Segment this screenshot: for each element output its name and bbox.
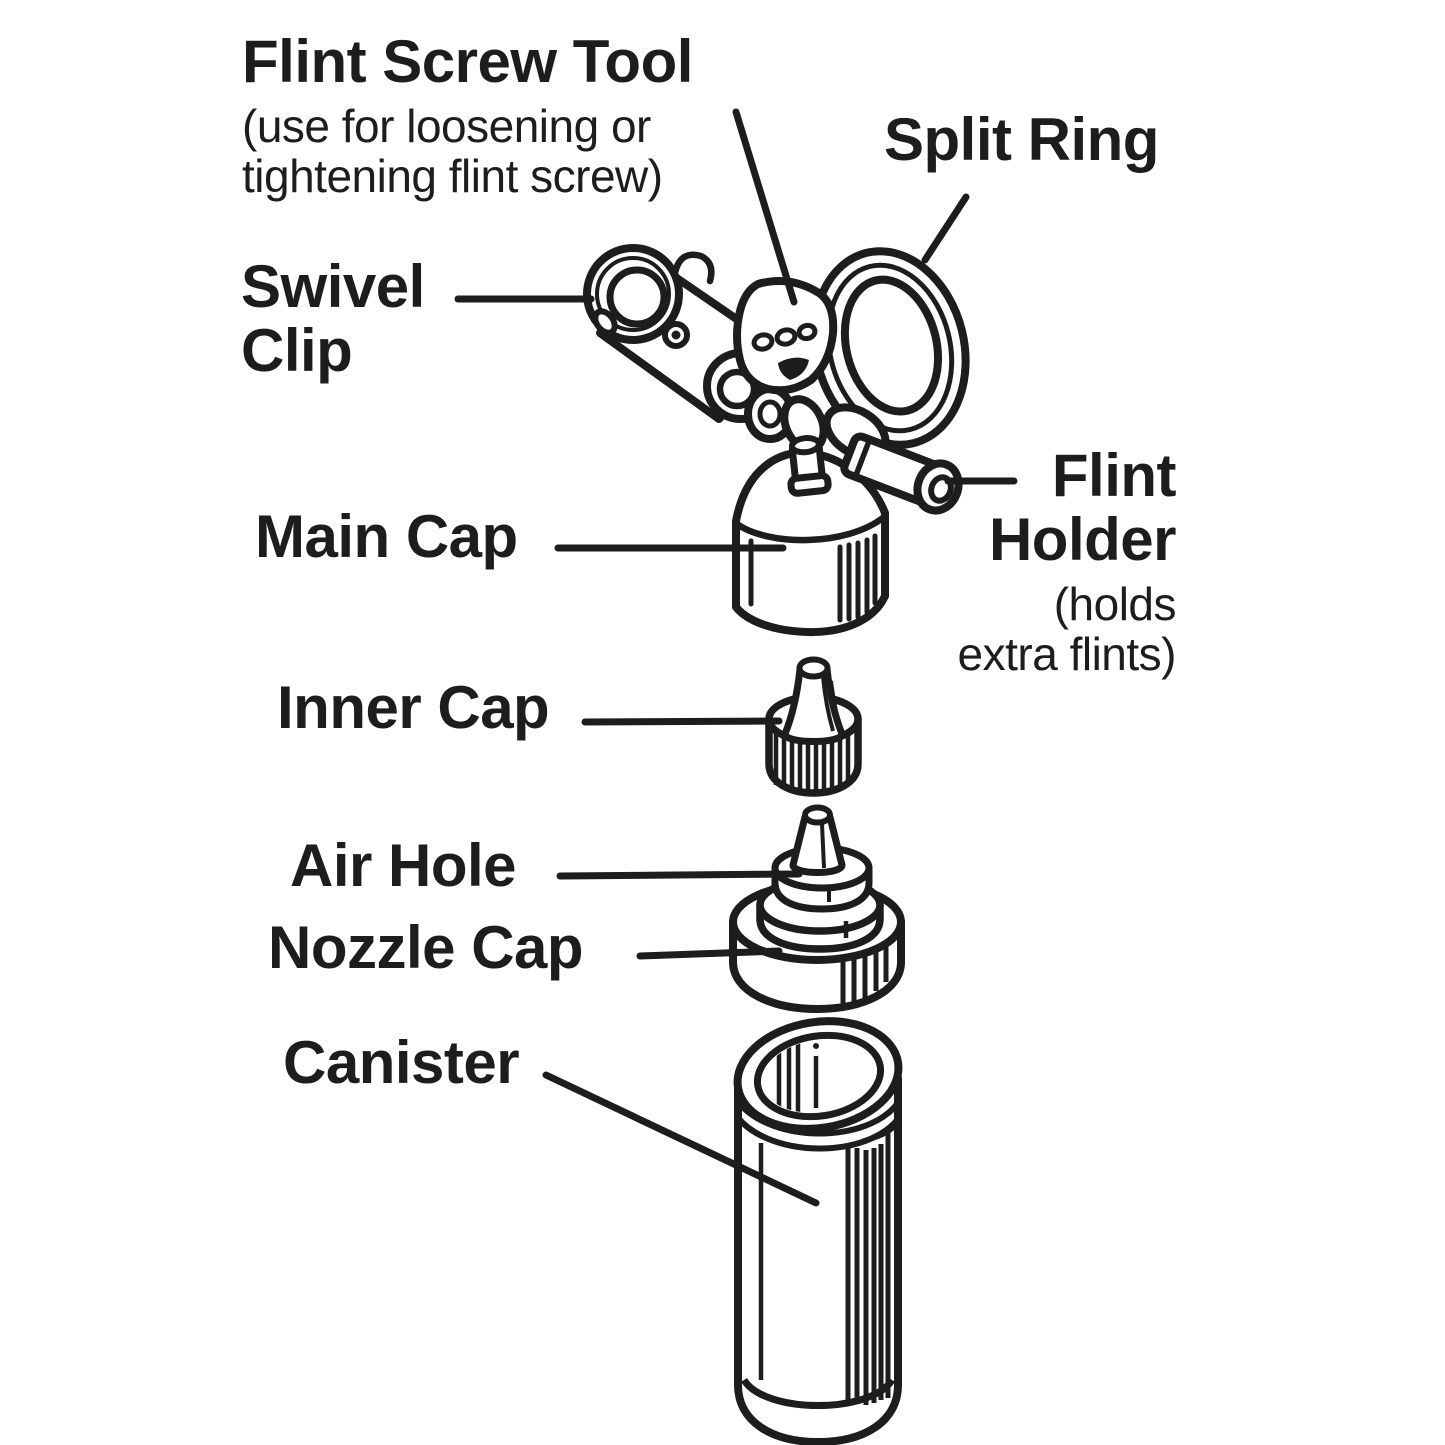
main-cap-drawing (732, 448, 889, 637)
label-flint-screw-tool-note-1: (use for loosening or (242, 100, 651, 152)
nozzle-cap-drawing (729, 804, 905, 1013)
label-swivel-clip: Swivel Clip (241, 253, 425, 384)
label-air-hole: Air Hole (290, 832, 517, 899)
leader-air-hole (556, 870, 803, 880)
label-nozzle-cap: Nozzle Cap (268, 914, 584, 981)
label-canister: Canister (283, 1029, 520, 1096)
inner-cap-drawing (765, 656, 862, 797)
label-inner-cap: Inner Cap (277, 674, 550, 741)
leader-split-ring (921, 193, 970, 264)
leader-canister (542, 1071, 820, 1207)
leader-inner-cap (581, 717, 783, 726)
label-split-ring: Split Ring (884, 106, 1159, 173)
label-flint-holder-note-2: extra flints) (957, 628, 1177, 680)
label-flint-screw-tool-note-2: tightening flint screw) (242, 150, 663, 202)
label-main-cap: Main Cap (255, 503, 518, 570)
air-hole-spout (789, 804, 846, 876)
flint-screw-tool-drawing (733, 277, 838, 395)
canister-drawing (733, 1017, 903, 1445)
split-ring-drawing (810, 247, 970, 449)
label-flint-screw-tool-title: Flint Screw Tool (242, 28, 693, 95)
label-flint-holder: Flint Holder (holds extra flints) (876, 444, 1177, 680)
flint-holder-drawing (840, 432, 963, 515)
zippo-script-marks (751, 322, 818, 352)
label-flint-holder-note-1: (holds (1053, 578, 1177, 630)
label-flint-screw-tool: Flint Screw Tool (use for loosening or t… (242, 28, 693, 202)
leader-nozzle-cap (636, 947, 783, 960)
flint-screw-drawing (787, 435, 832, 497)
leader-flint-screw-tool (732, 108, 798, 306)
